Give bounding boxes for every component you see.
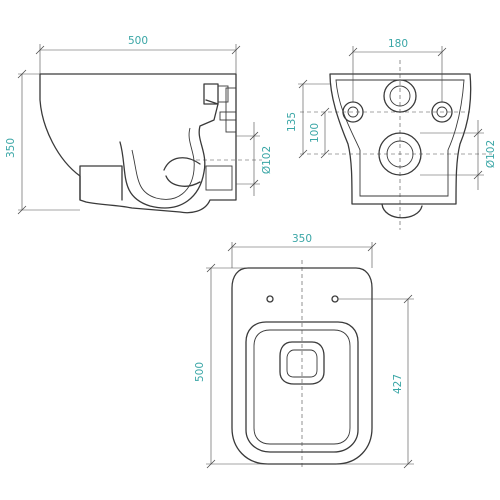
side-view-width-tick-right [231,45,241,55]
top-view-drain-opening [279,341,325,385]
side-view-outlet [163,157,201,187]
rear-view-inner-frame [335,79,465,197]
rear-view-diameter-tick-top [473,128,483,138]
rear-view-bolt-spacing-tick-left [348,47,358,57]
top-view-width-label: 350 [292,233,312,245]
side-view-back-plate [225,87,237,133]
top-view-width-tick-right [367,242,377,252]
rear-view-upper-height-label: 135 [286,112,298,132]
top-view: 350 500 427 [194,233,414,470]
top-view-width-tick-left [227,242,237,252]
rear-view-body [329,73,472,205]
side-view-diameter-label: Ø102 [261,146,273,174]
top-view-length-tick-bottom [206,459,216,469]
rear-view-upper-height-tick-bottom [298,149,308,159]
top-view-bowl-length-tick-top [403,294,413,304]
top-view-length-tick-top [206,263,216,273]
side-view-height-label: 350 [5,138,17,158]
top-view-bowl-inner [253,329,351,445]
rear-view-inlet-height-label: 100 [309,123,321,143]
top-view-hinge-hole-right [331,295,339,303]
rear-view-bolt-spacing-label: 180 [388,38,408,50]
top-view-bowl-length-tick-bottom [403,459,413,469]
side-view-height-tick-bottom [17,205,27,215]
side-view-diameter-tick-top [249,131,259,141]
top-view-hinge-hole-left [266,295,274,303]
top-view-bowl-length-label: 427 [392,374,404,394]
side-view-diameter-tick-bottom [249,179,259,189]
rear-view-inlet-height-tick-bottom [320,149,330,159]
side-view-wall-bracket [219,111,237,121]
side-view-outlet-spigot [205,165,233,191]
top-view-drain-inner [286,349,318,378]
side-view-trap-inner [131,127,195,200]
side-view-width-tick-left [35,45,45,55]
rear-view-bowl-bottom [381,203,423,219]
rear-view-bolt-spacing-tick-right [437,47,447,57]
top-view-length-label: 500 [194,362,206,382]
side-view-foot [79,165,123,201]
side-view-trap [119,99,219,209]
rear-view-upper-height-tick-top [298,79,308,89]
side-view-height-tick-top [17,69,27,79]
rear-view: 180 135 100 Ø102 [286,38,497,230]
top-view-rim [245,321,359,453]
rear-view-diameter-tick-bottom [473,170,483,180]
rear-view-diameter-label: Ø102 [485,140,497,168]
side-view-body [39,73,237,214]
side-view: 500 350 Ø102 [5,35,273,215]
rear-view-inlet-height-tick-top [320,107,330,117]
side-view-inlet-inner [217,85,229,103]
side-view-width-label: 500 [128,35,148,47]
